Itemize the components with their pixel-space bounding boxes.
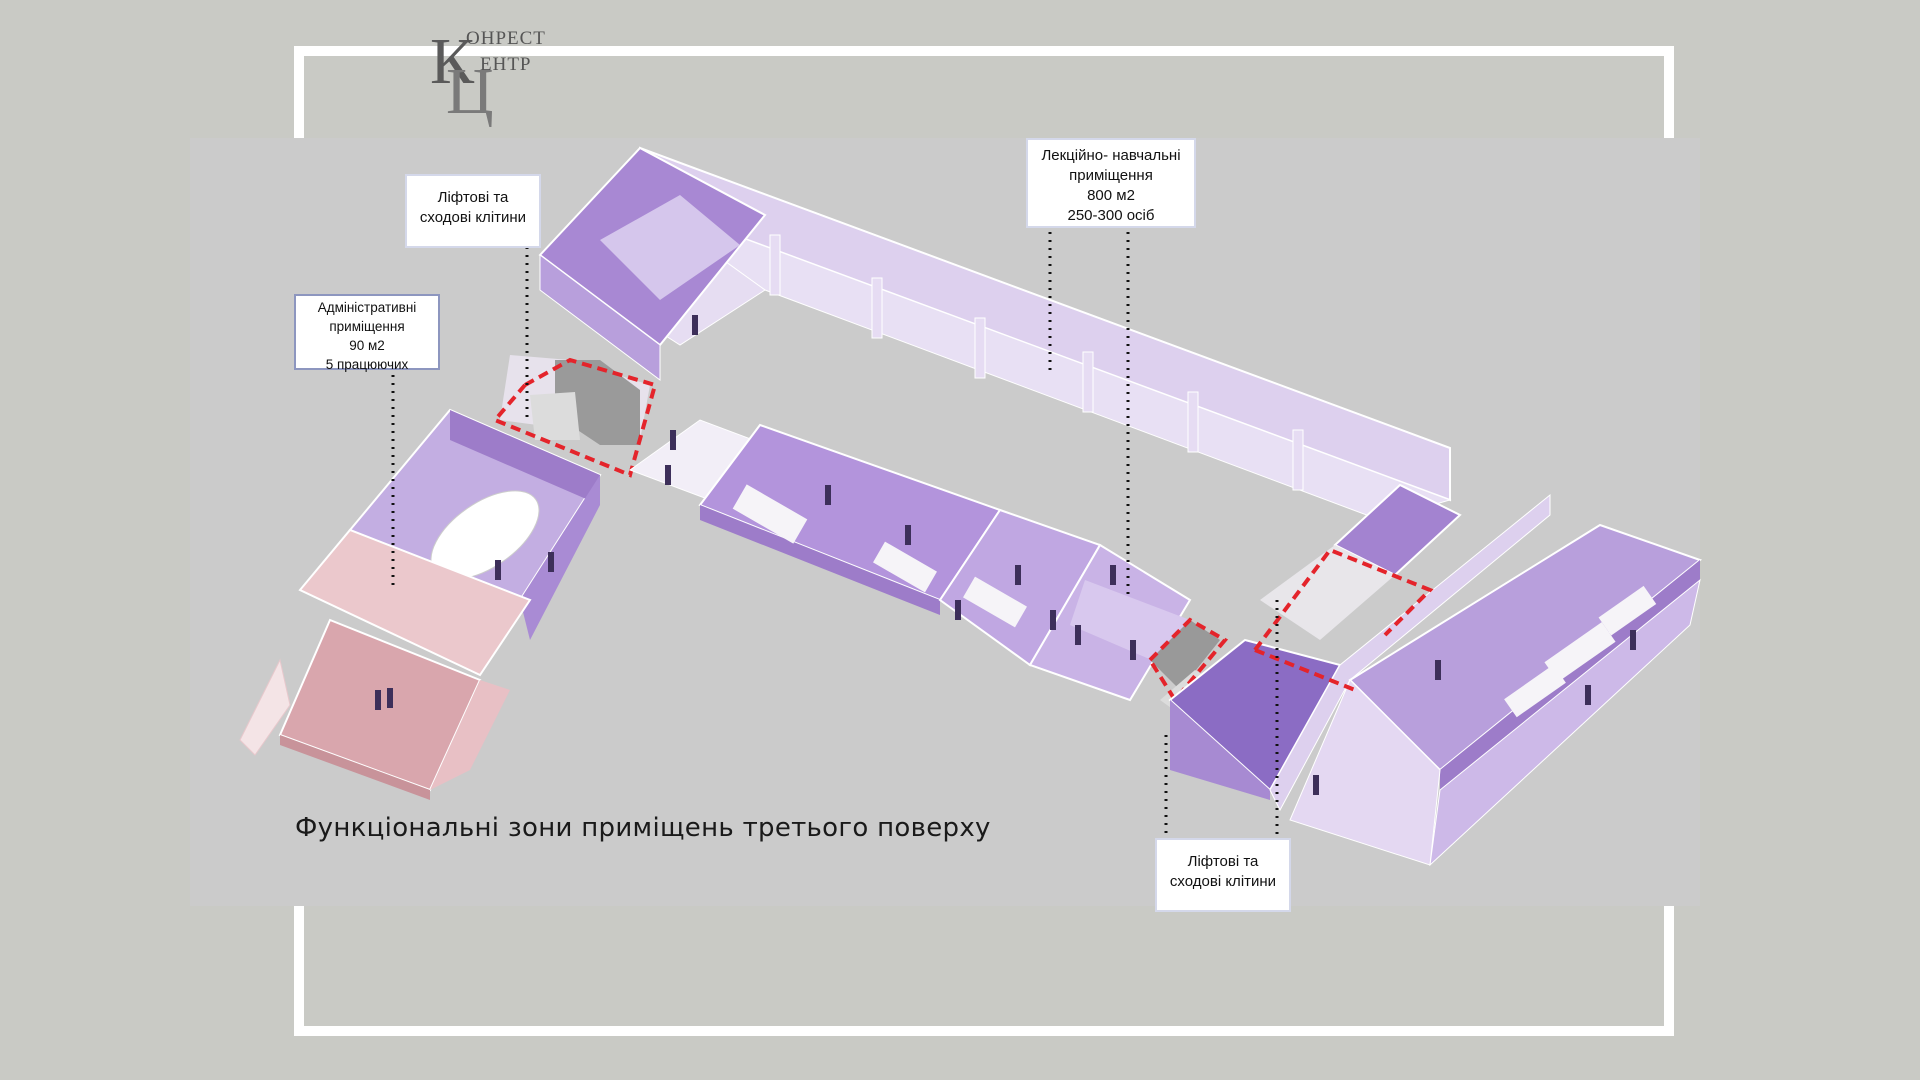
- logo-text-line1: ОНРЕСТ: [466, 28, 546, 49]
- lecture-rooms-middle: [698, 423, 1192, 702]
- label-admin: Адміністративні приміщення 90 м2 5 працю…: [294, 294, 440, 372]
- label-lifts-bottom: Ліфтові та сходові клітини: [1155, 838, 1291, 912]
- logo-mark-k: К: [430, 25, 475, 98]
- people-silhouettes: [375, 315, 1636, 795]
- right-wing: [1168, 483, 1703, 867]
- label-lecture: Лекційно- навчальні приміщення 800 м2 25…: [1026, 138, 1196, 228]
- logo-mark-ts: Ц: [446, 55, 494, 128]
- label-lifts-top: Ліфтові та сходові клітини: [405, 174, 541, 248]
- logo-text-line2: ЕНТР: [480, 54, 532, 75]
- upper-left-block: [538, 146, 767, 381]
- page-caption: Функціональні зони приміщень третього по…: [295, 813, 991, 843]
- admin-block: [348, 408, 602, 640]
- leader-lines: [391, 232, 1279, 840]
- kongres-center-logo: К Ц ОНРЕСТ ЕНТР: [410, 20, 560, 128]
- stair-core-top: [491, 355, 658, 478]
